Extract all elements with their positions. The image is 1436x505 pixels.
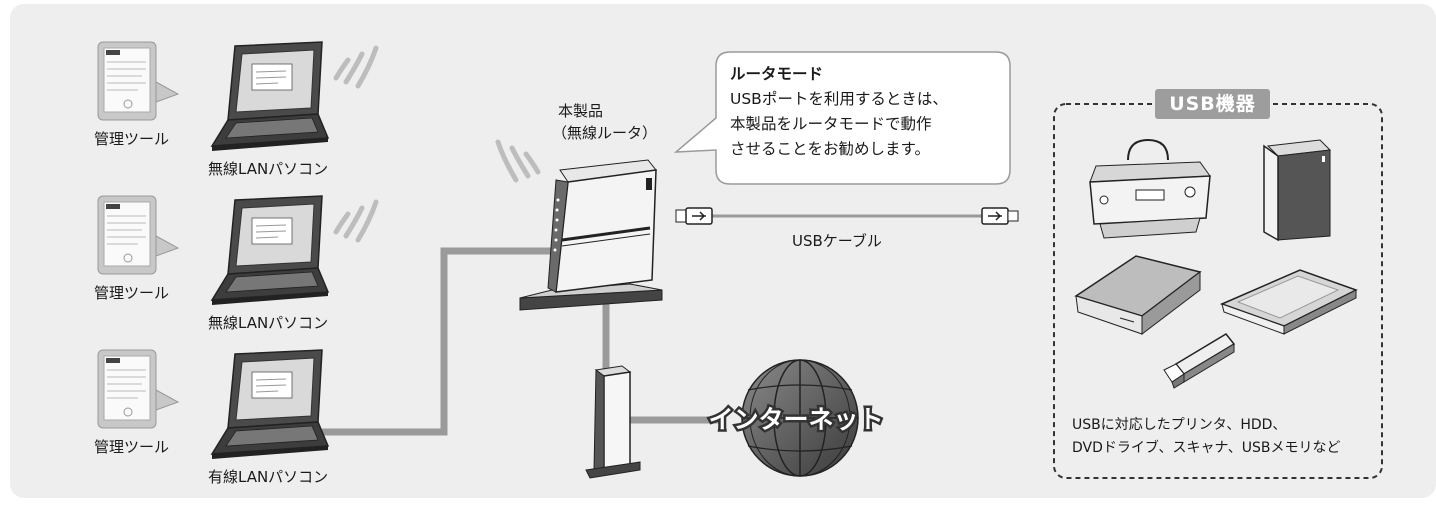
callout-line-3: させることをお勧めします。 <box>730 140 930 158</box>
usb-devices-desc-line-2: DVDドライブ、スキャナ、USBメモリなど <box>1072 440 1341 456</box>
callout-bubble <box>673 51 1011 185</box>
admin-tool-window-icon-2 <box>97 195 179 275</box>
usb-devices-title: USB機器 <box>1155 89 1270 119</box>
router-wireless-signal-icon <box>498 142 538 180</box>
scanner-icon <box>1219 269 1358 335</box>
hdd-icon <box>1263 139 1332 242</box>
pc-label-2: 無線LANパソコン <box>208 314 329 332</box>
usb-devices-desc-line-1: USBに対応したプリンタ、HDD、 <box>1072 417 1287 433</box>
usb-devices-description: USBに対応したプリンタ、HDD、 DVDドライブ、スキャナ、USBメモリなど <box>1072 414 1341 460</box>
admin-tool-label-2: 管理ツール <box>94 284 170 302</box>
usb-cable-label: USBケーブル <box>792 232 882 250</box>
callout-text: ルータモード USBポートを利用するときは、 本製品をルータモードで動作 させる… <box>730 62 948 162</box>
internet-label: インターネット <box>708 405 883 434</box>
admin-tool-label-1: 管理ツール <box>94 130 170 148</box>
router-label-sub: （無線ルータ） <box>552 124 658 142</box>
router-label: 本製品 <box>558 102 604 120</box>
pc-label-1: 無線LANパソコン <box>208 160 329 178</box>
admin-tool-window-icon-1 <box>97 41 179 121</box>
usb-memory-icon <box>1163 333 1236 389</box>
modem-icon <box>585 365 641 479</box>
wireless-signal-icon-2 <box>336 202 376 240</box>
admin-tool-label-3: 管理ツール <box>94 438 170 456</box>
callout-title: ルータモード <box>730 65 824 83</box>
laptop-icon-3 <box>211 349 329 460</box>
usb-devices-frame <box>1053 103 1383 479</box>
pc-label-3: 有線LANパソコン <box>208 468 329 486</box>
callout-line-1: USBポートを利用するときは、 <box>730 90 948 108</box>
usb-plug-left-icon <box>675 207 713 225</box>
admin-tool-window-icon-3 <box>97 349 179 429</box>
router-icon <box>519 159 663 311</box>
callout-line-2: 本製品をルータモードで動作 <box>730 115 932 133</box>
laptop-icon-1 <box>211 41 329 152</box>
usb-plug-right-icon <box>981 207 1019 225</box>
dvd-drive-icon <box>1074 255 1202 336</box>
laptop-icon-2 <box>211 195 329 306</box>
wireless-signal-icon-1 <box>336 48 376 86</box>
lan-cable-wired-pc <box>322 247 552 436</box>
printer-icon <box>1089 138 1211 239</box>
internet-globe-icon <box>741 359 859 477</box>
